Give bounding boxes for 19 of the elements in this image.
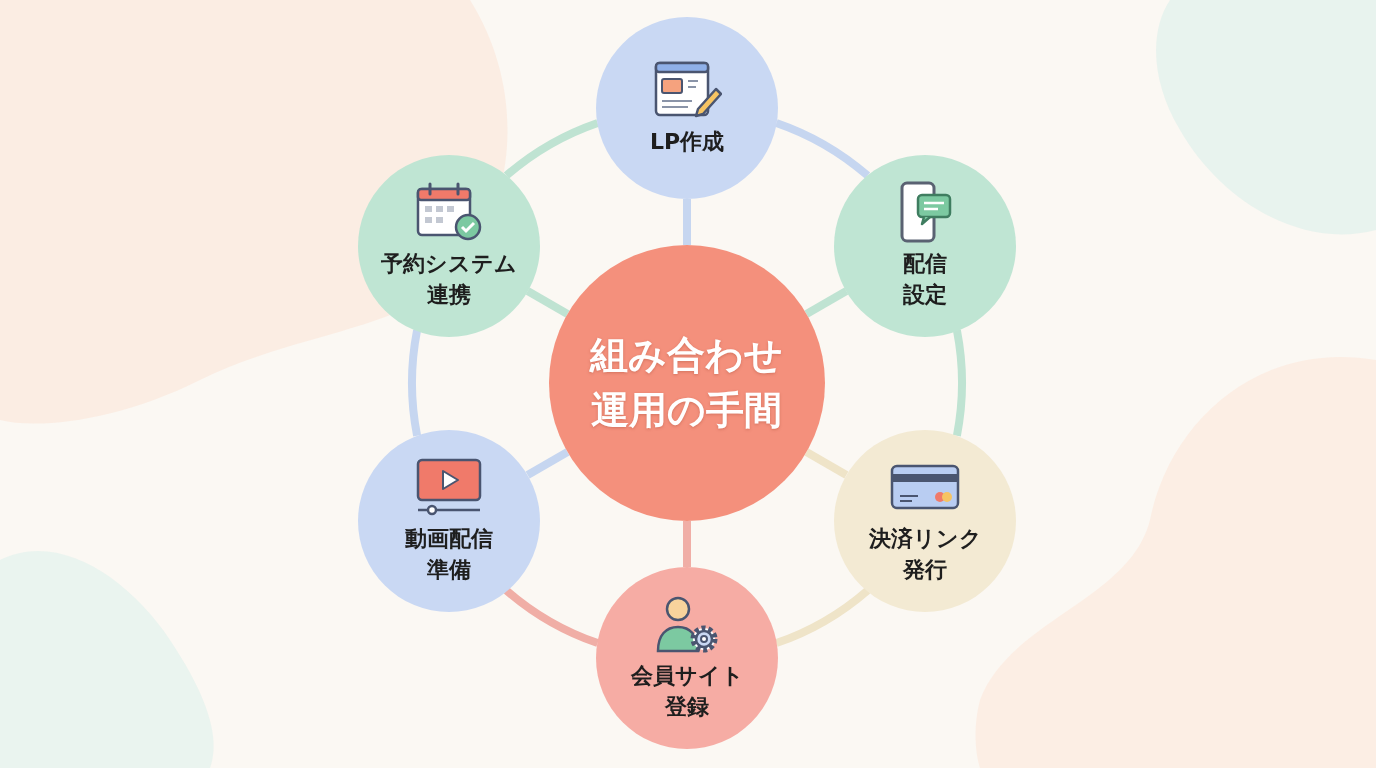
hub-label: 組み合わせ運用の手間: [588, 331, 785, 434]
step-label: LP作成: [649, 127, 725, 156]
connector-line: [683, 521, 691, 567]
step-label: 会員サイト登録: [629, 662, 745, 721]
step-label: 予約システム連携: [379, 249, 518, 309]
connector-line: [525, 287, 570, 318]
connector-line: [952, 329, 966, 437]
connector-line: [503, 587, 600, 647]
step-label: 決済リンク発行: [867, 524, 983, 584]
connector-line: [683, 199, 691, 245]
connector-line: [804, 287, 849, 318]
step-label: 配信設定: [902, 249, 949, 309]
connector-line: [774, 587, 871, 647]
connector-line: [804, 448, 849, 479]
connector-line: [408, 329, 422, 437]
connector-line: [774, 119, 871, 179]
step-label: 動画配信準備: [403, 524, 494, 584]
connector-line: [503, 119, 600, 179]
connector-line: [525, 448, 570, 479]
